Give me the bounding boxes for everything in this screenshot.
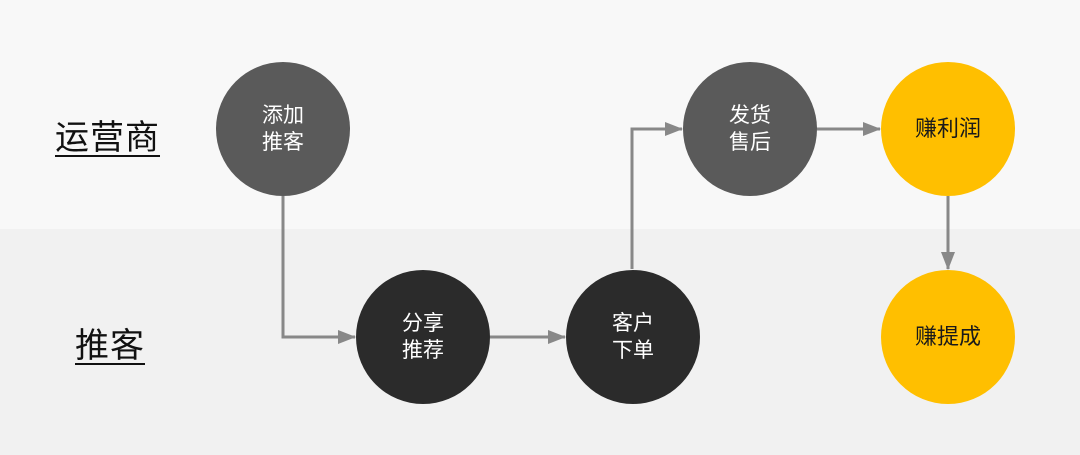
node-earn-profit-label: 赚利润 <box>914 116 981 142</box>
node-customer-order: 客户 下单 <box>566 270 700 404</box>
operator-row-label: 运营商 <box>55 118 160 158</box>
node-earn-profit: 赚利润 <box>881 62 1015 196</box>
node-ship-aftersale-line2: 售后 <box>729 130 771 154</box>
node-share-recommend-line2: 推荐 <box>402 338 444 362</box>
node-add-referrer-line1: 添加 <box>262 103 304 127</box>
node-add-referrer: 添加 推客 <box>216 62 350 196</box>
node-earn-commission-label: 赚提成 <box>914 324 981 350</box>
node-add-referrer-line2: 推客 <box>262 130 304 154</box>
node-ship-aftersale-line1: 发货 <box>729 103 771 127</box>
node-customer-order-line2: 下单 <box>612 338 654 362</box>
arrow-add-to-share <box>281 196 356 344</box>
node-share-recommend: 分享 推荐 <box>356 270 490 404</box>
node-earn-commission: 赚提成 <box>881 270 1015 404</box>
node-customer-order-line1: 客户 <box>612 311 654 335</box>
referrer-row-label: 推客 <box>75 326 145 366</box>
node-ship-aftersale: 发货 售后 <box>683 62 817 196</box>
node-share-recommend-line1: 分享 <box>402 311 444 335</box>
arrow-order-to-ship <box>630 122 683 269</box>
